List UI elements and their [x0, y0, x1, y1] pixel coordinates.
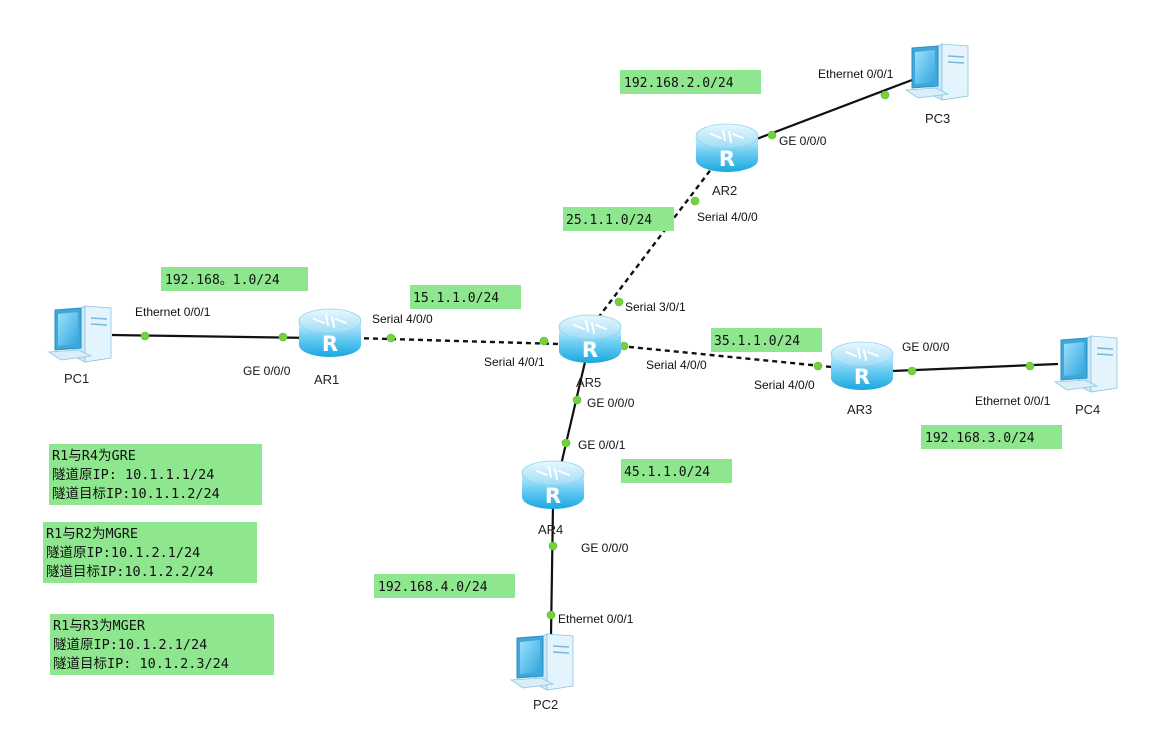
- router-glyph: R: [545, 484, 561, 508]
- network-label-lan4: 192.168.4.0/24: [374, 574, 515, 598]
- pc3-icon[interactable]: [905, 43, 969, 101]
- note-mgre-r1-r2: R1与R2为MGRE 隧道原IP:10.1.2.1/24 隧道目标IP:10.1…: [43, 522, 257, 583]
- device-label-ar1: AR1: [314, 372, 339, 387]
- device-label-pc3: PC3: [925, 111, 950, 126]
- svg-text:15.1.1.0/24: 15.1.1.0/24: [413, 291, 499, 306]
- router-glyph: R: [854, 365, 870, 389]
- note-src: 隧道原IP:10.1.2.1/24: [46, 545, 200, 561]
- link-ar2-pc3: [753, 78, 913, 142]
- port-label: GE 0/0/0: [581, 541, 629, 555]
- port-label: Serial 3/0/1: [625, 300, 686, 314]
- port-dot[interactable]: [561, 438, 571, 448]
- device-label-ar2: AR2: [712, 183, 737, 198]
- svg-text:192.168.3.0/24: 192.168.3.0/24: [925, 431, 1035, 446]
- port-label: Ethernet 0/0/1: [558, 612, 634, 626]
- device-label-pc1: PC1: [64, 371, 89, 386]
- svg-text:192.168.4.0/24: 192.168.4.0/24: [378, 580, 488, 595]
- device-label-ar4: AR4: [538, 522, 563, 537]
- pc1-icon[interactable]: [48, 305, 112, 363]
- port-label: GE 0/0/0: [779, 134, 827, 148]
- network-label-wan-35: 35.1.1.0/24: [711, 328, 822, 352]
- port-dot[interactable]: [548, 541, 558, 551]
- device-label-ar5: AR5: [576, 375, 601, 390]
- port-label: GE 0/0/0: [587, 396, 635, 410]
- svg-text:192.168.2.0/24: 192.168.2.0/24: [624, 76, 734, 91]
- svg-text:35.1.1.0/24: 35.1.1.0/24: [714, 334, 800, 349]
- router-glyph: R: [322, 332, 338, 356]
- port-dot[interactable]: [140, 331, 150, 341]
- link-ar1-ar5-serial: [354, 336, 561, 346]
- link-ar5-ar4: [559, 361, 587, 466]
- port-label: GE 0/0/1: [578, 438, 626, 452]
- port-dot[interactable]: [539, 336, 549, 346]
- router-ar3[interactable]: R: [830, 341, 894, 391]
- router-glyph: R: [719, 147, 735, 171]
- port-dot[interactable]: [767, 130, 777, 140]
- note-title: R1与R4为GRE: [52, 448, 136, 464]
- links: [111, 78, 1059, 636]
- port-label: Serial 4/0/0: [646, 358, 707, 372]
- port-dot[interactable]: [546, 610, 556, 620]
- port-dot[interactable]: [619, 341, 629, 351]
- note-src: 隧道原IP: 10.1.1.1/24: [52, 467, 214, 483]
- router-ar2[interactable]: R: [695, 123, 759, 173]
- port-label: Serial 4/0/1: [484, 355, 545, 369]
- port-label: Serial 4/0/0: [372, 312, 433, 326]
- port-label: GE 0/0/0: [902, 340, 950, 354]
- network-label-wan-45: 45.1.1.0/24: [621, 459, 732, 483]
- svg-text:25.1.1.0/24: 25.1.1.0/24: [566, 213, 652, 228]
- router-ar1[interactable]: R: [298, 308, 362, 358]
- port-dot[interactable]: [813, 361, 823, 371]
- device-label-pc2: PC2: [533, 697, 558, 712]
- pc4-icon[interactable]: [1054, 335, 1118, 393]
- svg-text:192.168。1.0/24: 192.168。1.0/24: [165, 273, 280, 288]
- port-dot[interactable]: [880, 90, 890, 100]
- network-label-lan3: 192.168.3.0/24: [921, 425, 1062, 449]
- link-ar5-ar2-serial: [597, 167, 713, 319]
- router-glyph: R: [582, 338, 598, 362]
- port-label: Serial 4/0/0: [697, 210, 758, 224]
- device-label-ar3: AR3: [847, 402, 872, 417]
- note-mger-r1-r3: R1与R3为MGER 隧道原IP:10.1.2.1/24 隧道目标IP: 10.…: [50, 614, 274, 675]
- note-gre-r1-r4: R1与R4为GRE 隧道原IP: 10.1.1.1/24 隧道目标IP:10.1…: [49, 444, 262, 505]
- port-label: Ethernet 0/0/1: [818, 67, 894, 81]
- port-dot[interactable]: [907, 366, 917, 376]
- note-src: 隧道原IP:10.1.2.1/24: [53, 637, 207, 653]
- link-ar5-ar3-serial: [619, 344, 843, 370]
- port-dot[interactable]: [690, 196, 700, 206]
- device-label-pc4: PC4: [1075, 402, 1100, 417]
- port-label: Ethernet 0/0/1: [975, 394, 1051, 408]
- router-ar5[interactable]: R: [558, 314, 622, 364]
- network-label-lan1: 192.168。1.0/24: [161, 267, 308, 291]
- port-label: GE 0/0/0: [243, 364, 291, 378]
- note-title: R1与R2为MGRE: [46, 526, 138, 542]
- note-dst: 隧道目标IP:10.1.2.2/24: [46, 564, 214, 580]
- port-dot[interactable]: [386, 333, 396, 343]
- note-dst: 隧道目标IP: 10.1.2.3/24: [53, 656, 229, 672]
- pc2-icon[interactable]: [510, 633, 574, 691]
- port-dot[interactable]: [572, 395, 582, 405]
- port-dot[interactable]: [1025, 361, 1035, 371]
- port-dot[interactable]: [614, 297, 624, 307]
- svg-text:45.1.1.0/24: 45.1.1.0/24: [624, 465, 710, 480]
- port-dots: [140, 90, 1035, 620]
- network-label-lan2: 192.168.2.0/24: [620, 70, 761, 94]
- note-dst: 隧道目标IP:10.1.1.2/24: [52, 486, 220, 502]
- note-title: R1与R3为MGER: [53, 618, 146, 634]
- router-ar4[interactable]: R: [521, 460, 585, 510]
- network-label-wan-25: 25.1.1.0/24: [563, 207, 674, 231]
- port-label: Serial 4/0/0: [754, 378, 815, 392]
- network-label-wan-15: 15.1.1.0/24: [410, 285, 521, 309]
- port-dot[interactable]: [278, 332, 288, 342]
- port-label: Ethernet 0/0/1: [135, 305, 211, 319]
